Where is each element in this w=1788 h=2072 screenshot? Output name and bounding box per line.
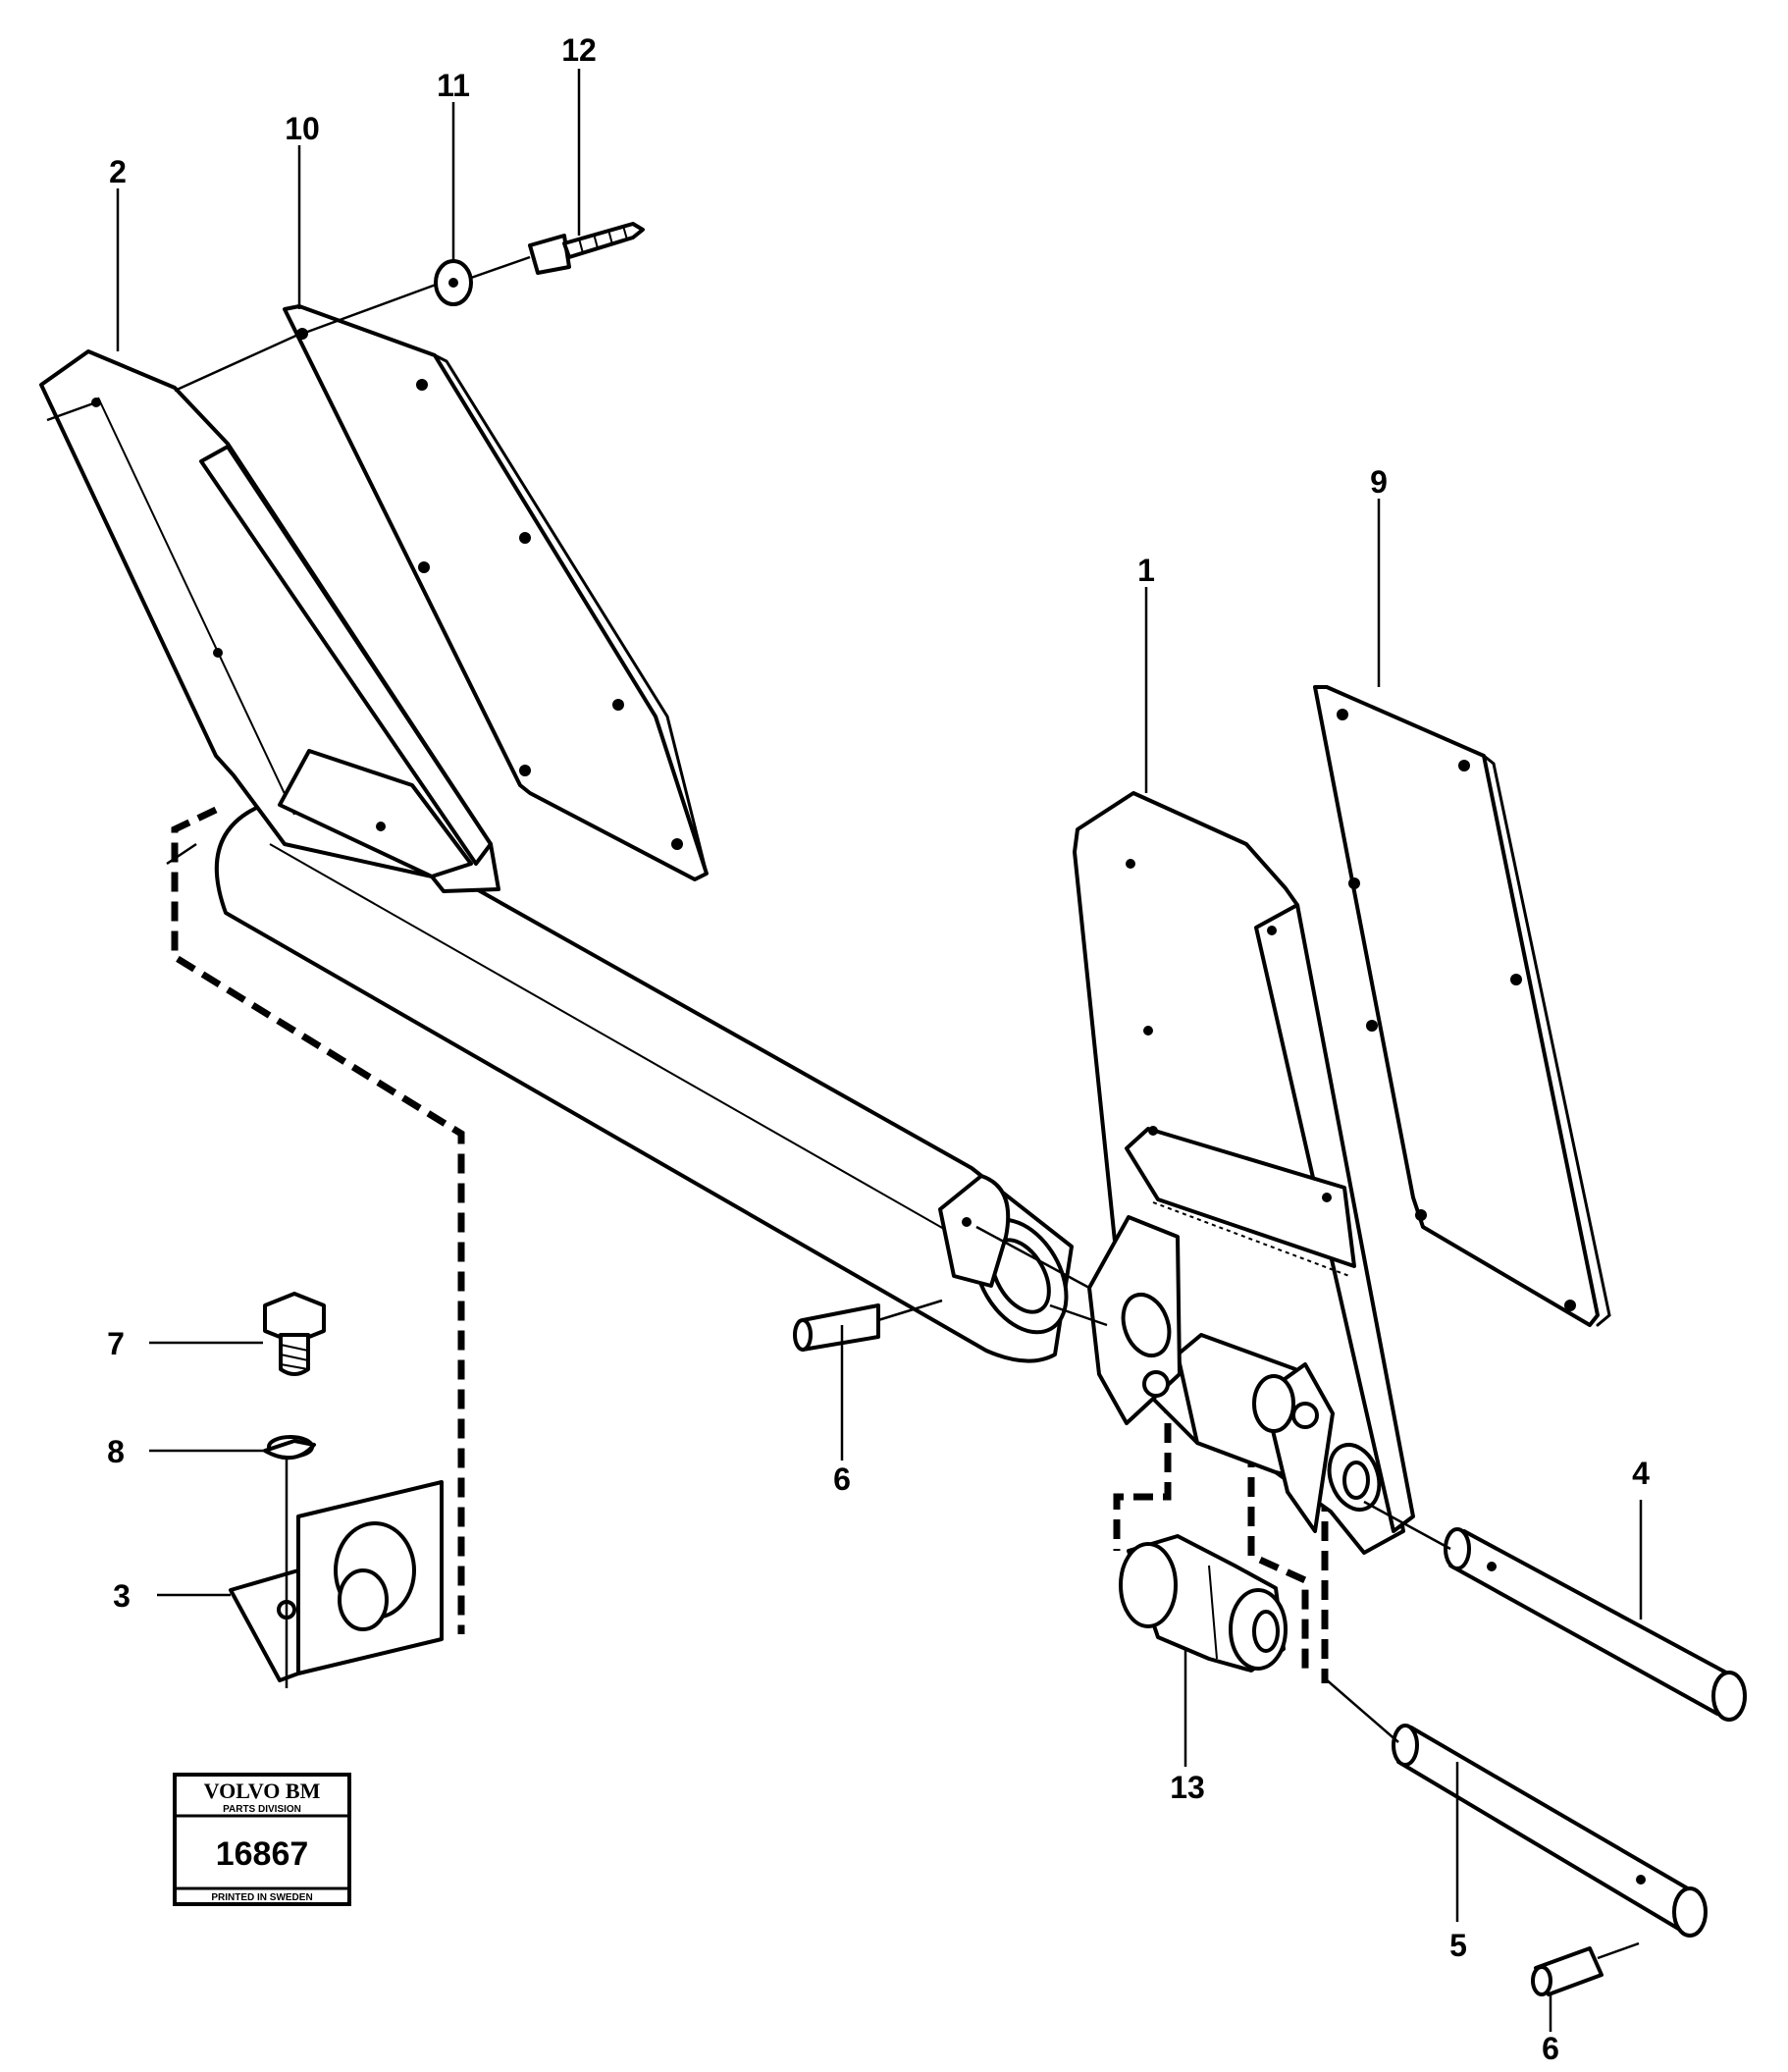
pin-4 [1363, 1500, 1747, 1722]
callout-9: 9 [1370, 464, 1388, 500]
washer-11 [434, 255, 531, 306]
screw-12 [528, 222, 645, 275]
callout-labels: 1 2 3 4 5 6 6 7 8 9 10 11 12 13 [107, 32, 1650, 2066]
pin-5 [1324, 1677, 1708, 1938]
callout-6a: 6 [833, 1461, 851, 1497]
callout-4: 4 [1632, 1456, 1650, 1491]
callout-8: 8 [107, 1434, 125, 1469]
callout-12: 12 [561, 32, 597, 68]
callout-leaders [116, 69, 1643, 2032]
callout-2: 2 [109, 154, 127, 189]
stamp-number: 16867 [216, 1835, 309, 1873]
cover-plate-9 [1313, 685, 1611, 1327]
main-tube [214, 803, 1074, 1363]
angle-bracket-3 [229, 1480, 444, 1688]
callout-10: 10 [285, 111, 320, 146]
stamp-footer: PRINTED IN SWEDEN [211, 1892, 312, 1903]
callout-11: 11 [437, 68, 470, 103]
callout-13: 13 [1170, 1770, 1205, 1805]
volvo-bm-stamp: VOLVO BM PARTS DIVISION 16867 PRINTED IN… [173, 1773, 351, 1906]
callout-7: 7 [107, 1326, 125, 1361]
bracket-plate-1 [1073, 791, 1415, 1555]
callout-6b: 6 [1542, 2031, 1559, 2066]
bushing-13 [1119, 1534, 1288, 1673]
bracket-plate-2 [39, 349, 500, 893]
lock-washer-8 [263, 1435, 316, 1570]
pin-6b [1531, 1941, 1640, 1996]
callout-5: 5 [1449, 1928, 1467, 1963]
callout-1: 1 [1137, 553, 1155, 588]
connector-lines [46, 283, 1108, 1327]
callout-3: 3 [113, 1578, 131, 1614]
stamp-brand: VOLVO BM [204, 1779, 321, 1803]
stamp-division: PARTS DIVISION [223, 1804, 301, 1815]
cover-plate-10 [283, 304, 709, 881]
pin-6a [793, 1299, 943, 1352]
assembly-dashed-lines [171, 806, 1329, 1683]
bolt-7 [263, 1292, 326, 1376]
